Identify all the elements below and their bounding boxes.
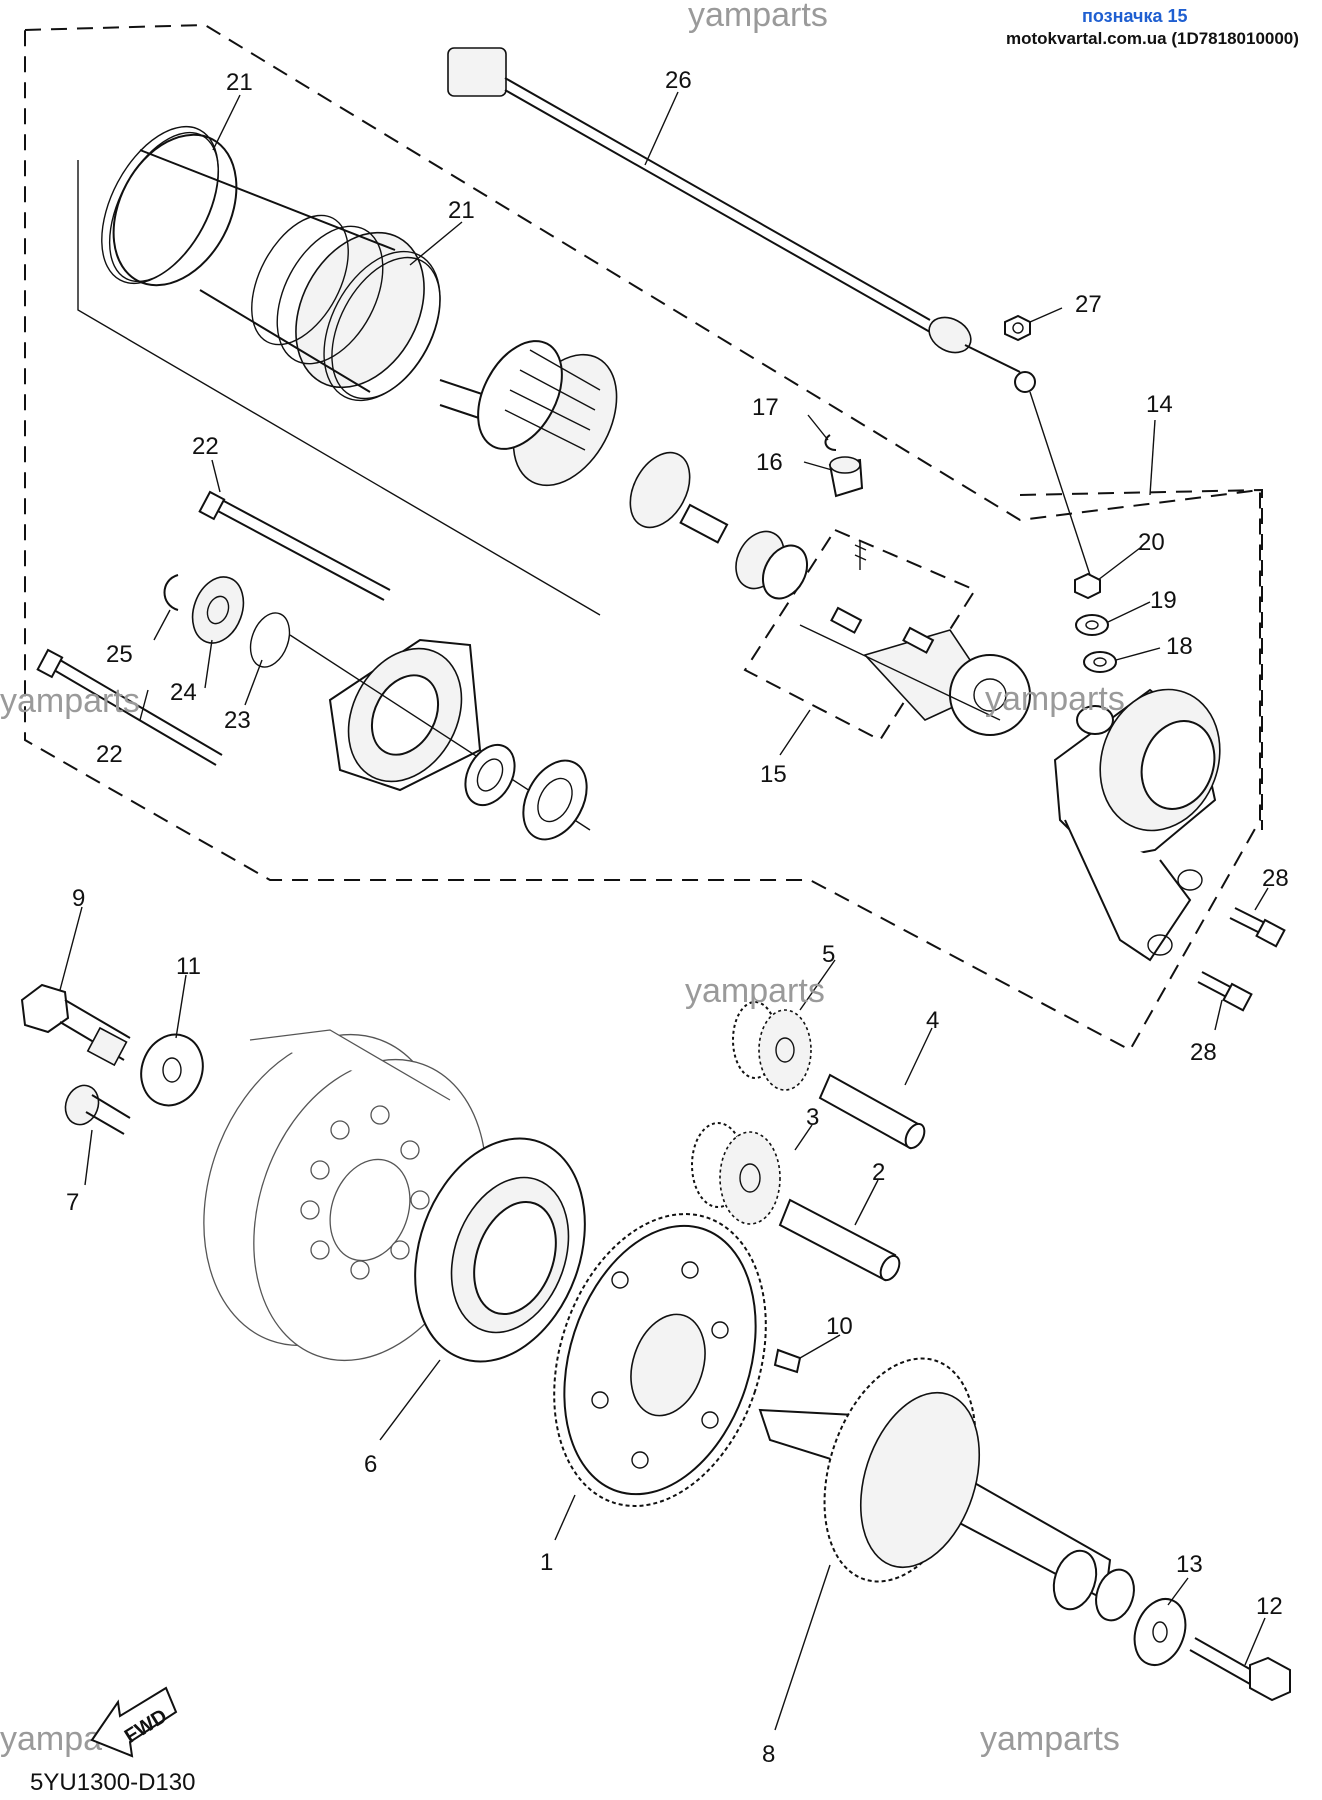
callout-15: 15 — [760, 761, 787, 788]
watermark-top: yamparts — [688, 0, 828, 34]
starter-motor-group-outline — [24, 23, 1261, 1052]
callout-2: 2 — [872, 1159, 885, 1186]
leader-lines — [59, 91, 1269, 1731]
callout-5: 5 — [822, 941, 835, 968]
callout-25: 25 — [106, 641, 133, 668]
title-link[interactable]: позначка 15 — [1082, 6, 1188, 26]
washer-13 — [1133, 1598, 1187, 1666]
brush-holder-assembly — [799, 540, 1031, 736]
screw-28-upper — [1229, 907, 1286, 948]
callout-10: 10 — [826, 1313, 853, 1340]
oil-seal — [464, 743, 516, 807]
shaft-4 — [818, 1073, 926, 1150]
bushing — [735, 530, 809, 600]
callout-26: 26 — [665, 67, 692, 94]
watermark-bottom-right: yamparts — [980, 1720, 1120, 1758]
screw-28-lower — [1197, 971, 1253, 1012]
shaft-2 — [778, 1198, 901, 1282]
shaft-gear-assembly — [758, 1357, 1135, 1622]
woodruff-key — [773, 1348, 802, 1374]
callout-1: 1 — [540, 1549, 553, 1576]
fwd-arrow: FWD — [90, 1686, 178, 1758]
nut-20 — [1074, 572, 1101, 600]
callout-21a: 21 — [226, 69, 253, 96]
bolt-7 — [64, 1084, 131, 1135]
armature — [439, 340, 729, 544]
callout-17: 17 — [752, 394, 779, 421]
callout-12: 12 — [1256, 1593, 1283, 1620]
group-14-outline — [1019, 488, 1263, 830]
callout-14: 14 — [1146, 391, 1173, 418]
idle-gear-5 — [732, 1001, 812, 1091]
callout-28a: 28 — [1262, 865, 1289, 892]
callout-28b: 28 — [1190, 1039, 1217, 1066]
o-ring-21b — [323, 250, 441, 402]
starter-cable — [447, 47, 1036, 393]
rear-cover — [1053, 688, 1221, 962]
flange-bolt-9 — [20, 983, 131, 1067]
callout-21b: 21 — [448, 197, 475, 224]
o-ring-21a — [101, 125, 220, 285]
starter-driven-gear — [553, 1213, 767, 1507]
washer-17 — [824, 434, 837, 451]
watermark-right: yamparts — [985, 680, 1125, 718]
nut-27 — [1004, 314, 1031, 342]
starter-clutch — [414, 1137, 586, 1363]
bolt-12 — [1189, 1637, 1291, 1702]
idle-gear-3 — [691, 1122, 781, 1225]
through-bolt-lower — [36, 648, 223, 766]
callout-23: 23 — [224, 707, 251, 734]
callout-20: 20 — [1138, 529, 1165, 556]
bearing — [522, 759, 588, 841]
callout-6: 6 — [364, 1451, 377, 1478]
front-cover — [289, 634, 591, 831]
callout-13: 13 — [1176, 1551, 1203, 1578]
callout-24: 24 — [170, 679, 197, 706]
starter-motor-yoke — [77, 133, 601, 616]
diagram-code: 5YU1300-D130 — [30, 1769, 195, 1796]
watermark-left: yamparts — [0, 682, 140, 720]
bolt-16 — [828, 456, 864, 498]
callout-27: 27 — [1075, 291, 1102, 318]
callout-3: 3 — [806, 1104, 819, 1131]
callout-18: 18 — [1166, 633, 1193, 660]
callout-19: 19 — [1150, 587, 1177, 614]
o-ring-23 — [249, 612, 291, 668]
watermark-bottom-left: yampa — [0, 1720, 102, 1758]
washer-19 — [1075, 614, 1109, 636]
callout-9: 9 — [72, 885, 85, 912]
through-bolt-upper — [198, 490, 391, 601]
callout-22b: 22 — [96, 741, 123, 768]
callout-8: 8 — [762, 1741, 775, 1768]
circlip — [163, 574, 179, 611]
callout-7: 7 — [66, 1189, 79, 1216]
watermark-center: yamparts — [685, 972, 825, 1010]
callout-16: 16 — [756, 449, 783, 476]
terminal-leader-line — [1029, 391, 1091, 576]
site-reference: motokvartal.com.ua (1D7818010000) — [1006, 29, 1299, 48]
callout-11: 11 — [176, 953, 201, 980]
callout-22a: 22 — [192, 433, 219, 460]
starter-pinion-gear — [191, 576, 245, 644]
washer-11 — [140, 1033, 204, 1107]
washer-18 — [1083, 651, 1117, 673]
callout-4: 4 — [926, 1007, 939, 1034]
